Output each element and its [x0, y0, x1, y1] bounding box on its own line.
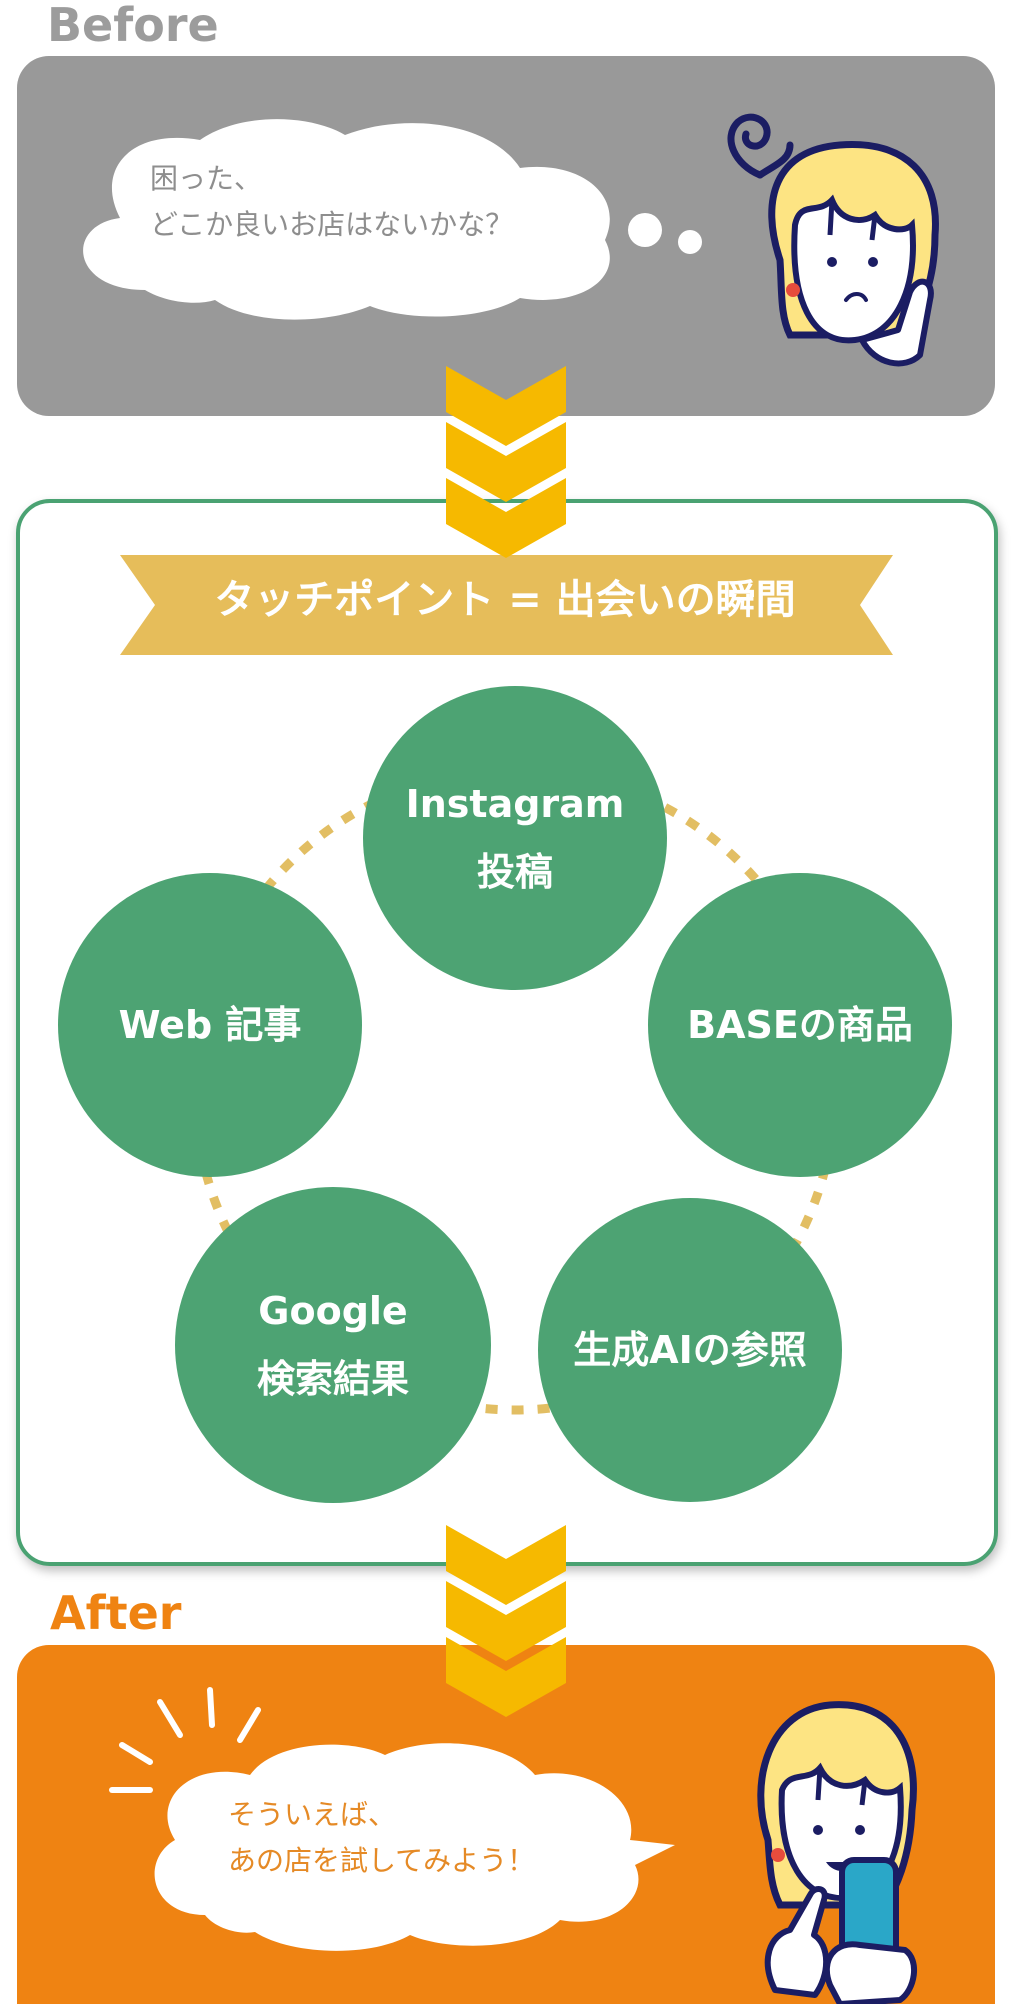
confused-person-icon [768, 141, 939, 367]
touchpoint-label-line: BASEの商品 [687, 1003, 913, 1047]
speech-cloud-icon [154, 1743, 676, 1951]
touchpoint-circle-google [175, 1187, 491, 1503]
touchpoint-graphics [58, 366, 952, 1503]
touchpoint-circle-instagram [363, 686, 667, 990]
thought-dot-small [678, 230, 702, 254]
before-label: Before [47, 0, 219, 52]
touchpoint-label-line: Web 記事 [118, 1003, 302, 1047]
touchpoint-circle-web [58, 873, 362, 1177]
after-speech-line-1: そういえば、 [228, 1798, 397, 1831]
banner-ribbon [120, 555, 893, 655]
touchpoint-label-line: Google [258, 1289, 408, 1333]
touchpoint-label-google: Google 検索結果 [173, 1277, 493, 1413]
touchpoint-label-genai: 生成AIの参照 [530, 1316, 850, 1384]
chevron-down-icon [446, 366, 566, 558]
touchpoint-circle-genai [538, 1198, 842, 1502]
touchpoint-label-line: Instagram [405, 782, 625, 826]
sparkle-lines-icon [109, 1687, 261, 1793]
after-label: After [50, 1586, 182, 1640]
after-speech-text: そういえば、 あの店を試してみよう！ [228, 1792, 535, 1884]
touchpoint-circle-base [648, 873, 952, 1177]
touchpoint-label-base: BASEの商品 [640, 991, 960, 1059]
touchpoint-label-web: Web 記事 [50, 991, 370, 1059]
before-thought-text: 困った、 どこか良いお店はないかな？ [150, 156, 513, 248]
touchpoint-label-instagram: Instagram 投稿 [355, 770, 675, 906]
thought-cloud-icon [83, 119, 610, 320]
after-illustration [109, 1525, 918, 2004]
touchpoint-label-line: 検索結果 [256, 1357, 409, 1401]
thought-dot-large [628, 213, 662, 247]
banner-title: タッチポイント = 出会いの瞬間 [214, 577, 796, 623]
before-thought-line-1: 困った、 [150, 162, 263, 195]
touchpoint-label-line: 投稿 [476, 850, 553, 894]
touchpoint-label-line: 生成AIの参照 [573, 1328, 807, 1372]
happy-person-with-phone-icon [757, 1701, 918, 2004]
after-speech-line-2: あの店を試してみよう！ [228, 1844, 536, 1877]
chevron-down-icon [446, 1525, 566, 1717]
before-illustration [83, 113, 939, 367]
before-thought-line-2: どこか良いお店はないかな？ [150, 208, 514, 241]
touchpoint-circles [58, 686, 952, 1503]
dizzy-swirl-icon [727, 113, 794, 179]
